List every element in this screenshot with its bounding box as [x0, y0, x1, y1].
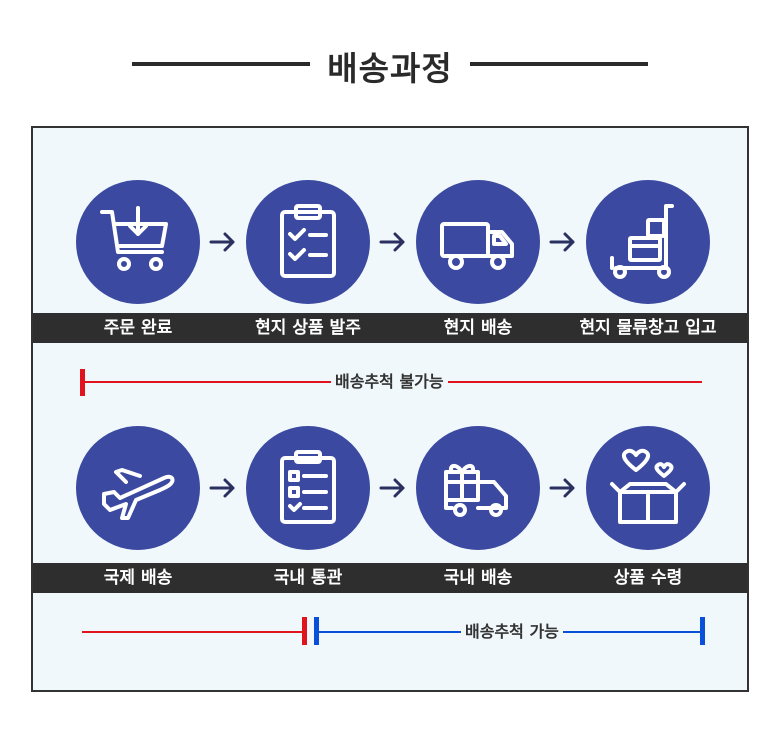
- tracking-available-end-marker: [700, 617, 705, 645]
- tracking-available-label: 배송추척 가능: [461, 621, 563, 643]
- step-label: 주문 완료: [103, 318, 173, 338]
- title-line-left: [132, 62, 310, 66]
- gift-truck-icon: [444, 464, 508, 517]
- step-label: 국제 배송: [103, 568, 173, 588]
- cart-download-icon: [100, 206, 168, 271]
- page-title: 배송과정: [327, 49, 453, 88]
- clipboard-checklist-icon: [280, 204, 336, 278]
- step-label-bar-row2: 국제 배송 국내 통관 국내 배송 상품 수령: [33, 563, 747, 593]
- delivery-process-panel: 주문 완료 현지 상품 발주 현지 배송 현지 물류창고 입고 배송추척 불가능: [31, 126, 749, 692]
- step-local-order: [246, 180, 370, 304]
- page-header: 배송과정: [0, 40, 779, 90]
- step-customs-clearance: [246, 426, 370, 550]
- airplane-icon: [102, 468, 175, 520]
- arrow-right-icon: [379, 230, 407, 254]
- tracking-available-start-marker: [314, 617, 319, 645]
- tracking-unavailable-segment: [82, 631, 304, 633]
- tracking-unavailable-marker: [80, 369, 85, 396]
- step-label: 현지 배송: [443, 318, 513, 338]
- step-label-bar-row1: 주문 완료 현지 상품 발주 현지 배송 현지 물류창고 입고: [33, 313, 747, 343]
- step-label: 현지 상품 발주: [255, 318, 361, 338]
- arrow-right-icon: [209, 230, 237, 254]
- step-local-warehouse: [586, 180, 710, 304]
- step-order-complete: [76, 180, 200, 304]
- step-label: 국내 배송: [443, 568, 513, 588]
- step-label: 국내 통관: [273, 568, 343, 588]
- customs-list-icon: [280, 450, 336, 524]
- tracking-unavailable-end-marker: [302, 617, 307, 645]
- tracking-unavailable-label: 배송추척 불가능: [331, 371, 448, 393]
- step-label: 상품 수령: [613, 568, 683, 588]
- warehouse-cart-icon: [610, 204, 674, 279]
- step-local-delivery: [416, 180, 540, 304]
- arrow-right-icon: [549, 230, 577, 254]
- step-international-shipping: [76, 426, 200, 550]
- step-label: 현지 물류창고 입고: [579, 318, 717, 338]
- step-product-received: [586, 426, 710, 550]
- truck-icon: [440, 222, 514, 270]
- arrow-right-icon: [209, 476, 237, 500]
- arrow-right-icon: [549, 476, 577, 500]
- arrow-right-icon: [379, 476, 407, 500]
- step-domestic-delivery: [416, 426, 540, 550]
- open-box-hearts-icon: [610, 448, 686, 524]
- title-line-right: [470, 62, 648, 66]
